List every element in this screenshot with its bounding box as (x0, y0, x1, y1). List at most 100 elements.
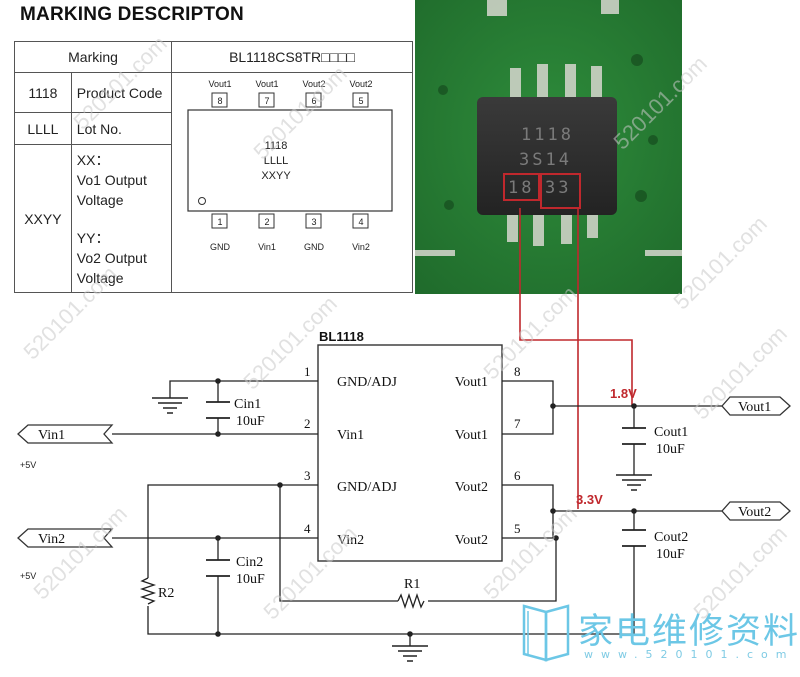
code-cell: XXYY (14, 144, 72, 293)
logo-book-icon (522, 604, 570, 662)
marking-header-cell: Marking (13, 41, 173, 73)
code-cell: 1118 (14, 72, 72, 113)
package-marking-line: LLLL (264, 155, 288, 167)
voltage-code-desc-cell: XX： Vo1 Output Voltage YY： Vo2 Output Vo… (70, 144, 173, 293)
port-label-vin1: Vin1 (38, 428, 65, 443)
capacitor-cin1 (206, 401, 230, 419)
pin-name: GND (210, 242, 231, 252)
highlight-box-33 (540, 173, 581, 209)
pin-label: Vout2 (455, 480, 488, 495)
site-logo-url: www.520101.com (584, 648, 795, 661)
desc-line: XX： (76, 151, 110, 168)
pin-name: Vout2 (303, 79, 326, 89)
marking-table: Marking BL1118CS8TR□□□□ 1118 Product Cod… (13, 41, 413, 293)
desc-line: YY： (76, 229, 110, 246)
package-body (187, 109, 393, 212)
code-cell: LLLL (14, 112, 72, 145)
pin-number: 8 (218, 96, 223, 106)
pin-number: 1 (218, 217, 223, 227)
pin-number: 5 (359, 96, 364, 106)
pin-label: GND/ADJ (337, 375, 397, 390)
desc-line: Vo1 Output (76, 171, 147, 188)
port-vin2 (17, 528, 114, 548)
pin-number: 7 (265, 96, 270, 106)
pin1-marker (198, 197, 207, 205)
r2-label: R2 (158, 586, 174, 601)
capacitor-cin2 (206, 559, 230, 577)
pin-label: GND/ADJ (337, 480, 397, 495)
pin-name: Vin2 (352, 242, 370, 252)
pin-label: Vout2 (455, 533, 488, 548)
pin-name: Vout1 (256, 79, 279, 89)
supply-label: +5V (20, 460, 36, 470)
pin-number: 8 (514, 364, 521, 379)
cout2-name: Cout2 (654, 530, 688, 545)
cout2-value: 10uF (656, 547, 685, 562)
voltage-annotation-1v8: 1.8V (610, 386, 637, 401)
voltage-annotation-3v3: 3.3V (576, 492, 603, 507)
pin-number: 6 (312, 96, 317, 106)
cin1-name: Cin1 (234, 397, 261, 412)
resistor-r1 (397, 592, 425, 610)
package-marking-line: XXYY (261, 170, 291, 182)
desc-line: Vo2 Output (76, 249, 147, 266)
port-vout1 (721, 396, 791, 416)
ground-symbol (616, 474, 652, 491)
site-logo-text: 家电维修资料网 (578, 612, 800, 652)
pin-number: 2 (265, 217, 270, 227)
port-vin1 (17, 424, 114, 444)
part-number-cell: BL1118CS8TR□□□□ (171, 41, 413, 73)
ic-body (317, 344, 503, 562)
wires (112, 380, 722, 646)
port-label-vout2: Vout2 (738, 505, 771, 520)
pin-number: 4 (359, 217, 364, 227)
chip-body (477, 97, 617, 215)
pin-label: Vin2 (337, 533, 364, 548)
desc-cell: Product Code (70, 72, 173, 113)
pin-number: 7 (514, 416, 521, 431)
desc-line: Voltage (76, 269, 124, 286)
pin-number: 2 (304, 416, 311, 431)
pin-name: GND (304, 242, 325, 252)
port-label-vin2: Vin2 (38, 532, 65, 547)
pin-name: Vout2 (350, 79, 373, 89)
marking-description-heading: MARKING DESCRIPTON (20, 4, 244, 25)
port-label-vout1: Vout1 (738, 400, 771, 415)
chip-voltage-code-left: 18 (508, 178, 534, 198)
ground-symbol (152, 397, 188, 414)
pin-number: 4 (304, 521, 311, 536)
package-diagram-cell: Vout1 Vout1 Vout2 Vout2 8 7 6 5 1 (171, 72, 413, 293)
cin2-name: Cin2 (236, 555, 263, 570)
highlight-box-18 (503, 173, 540, 201)
supply-label: +5V (20, 571, 36, 581)
cout1-value: 10uF (656, 442, 685, 457)
pin-number: 3 (312, 217, 317, 227)
pin-label: Vout1 (455, 428, 488, 443)
pin-number: 6 (514, 468, 521, 483)
capacitor-cout1 (622, 427, 646, 445)
port-vout2 (721, 501, 791, 521)
capacitor-cout2 (622, 529, 646, 547)
ground-symbol (392, 645, 428, 662)
cin1-value: 10uF (236, 414, 265, 429)
chip-marking-line: 3S14 (519, 150, 572, 170)
cout1-name: Cout1 (654, 425, 688, 440)
pin-number: 3 (304, 468, 311, 483)
pin-number: 5 (514, 521, 521, 536)
pin-label: Vin1 (337, 428, 364, 443)
sop8-package-diagram: Vout1 Vout1 Vout2 Vout2 8 7 6 5 1 (187, 79, 393, 252)
resistor-r2 (139, 577, 157, 605)
r1-label: R1 (404, 577, 420, 592)
chip-photo: 1118 3S14 18 33 (415, 0, 682, 294)
package-marking-line: 1118 (265, 140, 288, 152)
pin-number: 1 (304, 364, 311, 379)
ic-name: BL1118 (319, 329, 364, 344)
cin2-value: 10uF (236, 572, 265, 587)
pin-label: Vout1 (455, 375, 488, 390)
chip-marking-line: 1118 (521, 125, 574, 145)
annotation-lines (519, 208, 633, 509)
chip-voltage-code-right: 33 (545, 178, 571, 198)
desc-line: Voltage (76, 191, 124, 208)
pin-name: Vin1 (258, 242, 276, 252)
